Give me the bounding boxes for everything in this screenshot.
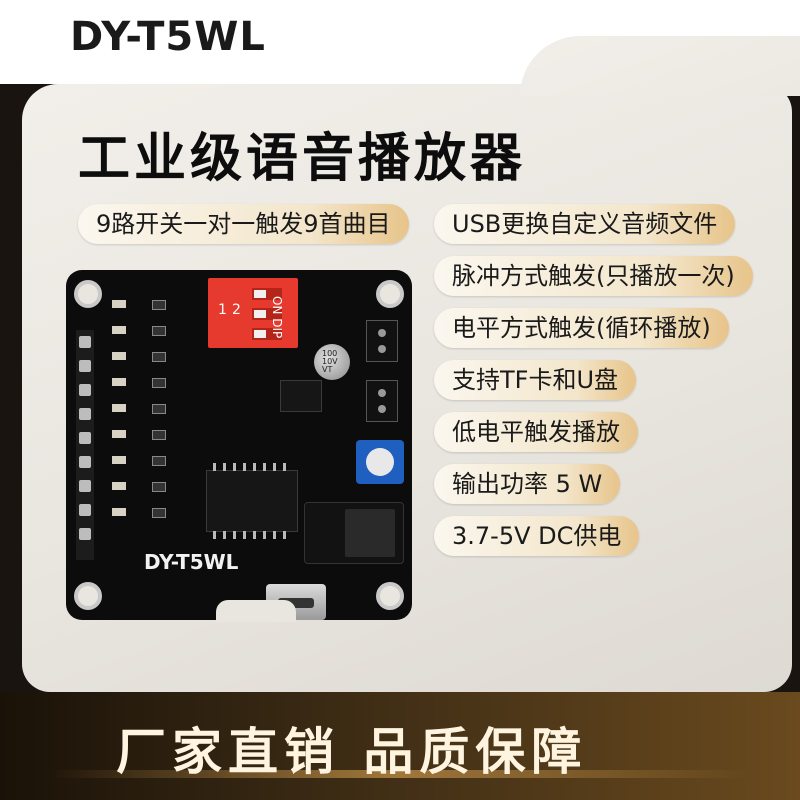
product-headline: 工业级语音播放器: [78, 129, 527, 189]
panel-top-notch: [520, 36, 800, 96]
mount-hole: [74, 582, 102, 610]
capacitor: 100 10V VT: [314, 344, 350, 380]
speaker-terminal: [366, 320, 398, 362]
feature-tag-tf-usb: 支持TF卡和U盘: [434, 360, 637, 400]
footer-slogan: 厂家直销 品质保障: [116, 723, 588, 781]
feature-tag-usb: USB更换自定义音频文件: [434, 204, 736, 244]
mount-hole: [376, 582, 404, 610]
mount-hole: [74, 280, 102, 308]
dip-switch[interactable]: 1 2 3 ON DIP: [208, 278, 298, 348]
board-silkscreen-label: DY-T5WL: [144, 550, 239, 574]
dip-number: 2: [232, 302, 241, 318]
bottom-bar: [0, 692, 800, 800]
capacitor-text: 100 10V VT: [322, 349, 338, 374]
feature-tag-power: 输出功率 5 W: [434, 464, 621, 504]
feature-tag-pulse-trigger: 脉冲方式触发(只播放一次): [434, 256, 753, 296]
bottom-glow: [50, 770, 750, 778]
feature-tag-low-level: 低电平触发播放: [434, 412, 638, 452]
dip-number: 1: [218, 302, 227, 318]
audio-jack: [304, 502, 404, 564]
dip-label: ON DIP: [270, 296, 284, 339]
power-terminal: [366, 380, 398, 422]
ic-chip: [280, 380, 322, 412]
volume-potentiometer[interactable]: [356, 440, 404, 484]
model-title: DY-T5WL: [70, 14, 266, 60]
mount-hole: [376, 280, 404, 308]
feature-tag-supply: 3.7-5V DC供电: [434, 516, 640, 556]
amplifier-chip: [206, 463, 298, 539]
feature-tag-9-channel: 9路开关一对一触发9首曲目: [78, 204, 409, 244]
pcb-board: 1 2 3 ON DIP 100 10V VT: [66, 270, 412, 620]
feature-tag-level-trigger: 电平方式触发(循环播放): [434, 308, 729, 348]
pcb-notch: [216, 600, 296, 622]
pin-header: [76, 330, 94, 560]
